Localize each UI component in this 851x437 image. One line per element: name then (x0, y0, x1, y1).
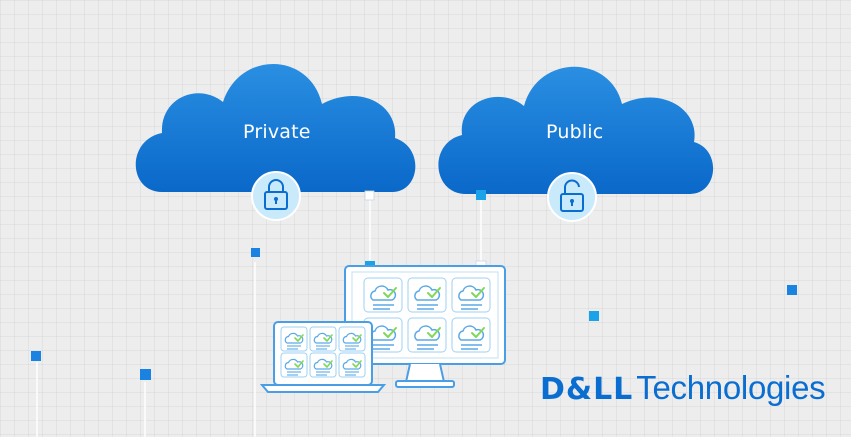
connector-lines (364, 190, 487, 272)
private-cloud-label: Private (243, 121, 311, 143)
logo-suffix: Technologies (636, 369, 826, 406)
locked-padlock-icon (251, 171, 301, 221)
public-cloud (438, 66, 714, 222)
dell-technologies-logo: D&LL Technologies (540, 369, 826, 409)
private-cloud (135, 63, 416, 221)
unlocked-padlock-icon (547, 172, 597, 222)
accent-lines (36, 262, 256, 437)
public-cloud-label: Public (546, 121, 604, 143)
logo-brand: D&LL (540, 372, 634, 407)
desktop-monitor (344, 265, 506, 388)
decorative-squares (31, 248, 797, 380)
laptop (259, 321, 387, 393)
